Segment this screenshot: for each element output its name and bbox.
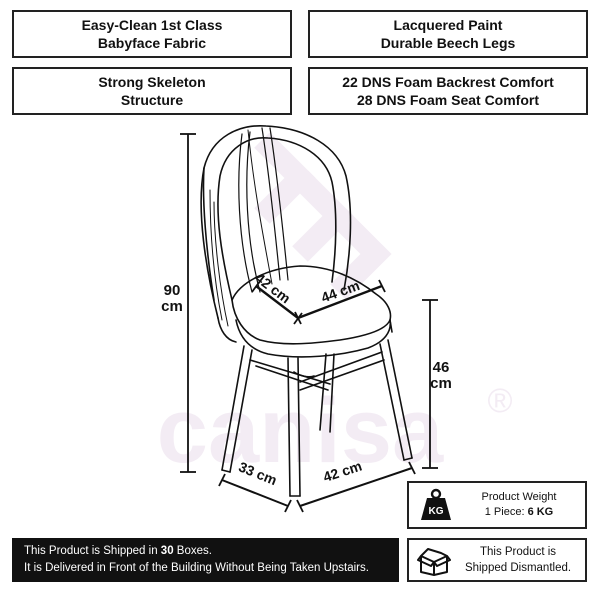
dismantled-line-2: Shipped Dismantled.: [464, 562, 572, 574]
weight-text: Product Weight 1 Piece: 6 KG: [453, 490, 585, 520]
shipping-box-count: 30: [160, 545, 174, 557]
dismantled-line-1: This Product is: [479, 546, 557, 558]
dismantled-text: This Product is Shipped Dismantled.: [451, 544, 585, 576]
dimension-lines: [180, 133, 438, 513]
height-value: 90: [163, 282, 181, 299]
feature-line: Babyface Fabric: [97, 35, 207, 51]
feature-line: Strong Skeleton: [98, 74, 206, 90]
weight-title: Product Weight: [481, 491, 557, 503]
feature-box-fabric: Easy-Clean 1st Class Babyface Fabric: [12, 10, 292, 58]
feature-box-skeleton: Strong Skeleton Structure: [12, 67, 292, 115]
shipping-info-bar: This Product is Shipped in 30 Boxes. It …: [12, 538, 399, 582]
feature-line: Easy-Clean 1st Class: [81, 17, 223, 33]
weight-piece-value: 6 KG: [527, 506, 554, 518]
shipping-suffix: Boxes.: [173, 545, 212, 557]
seat-height-unit: cm: [430, 375, 452, 392]
kg-icon-label: KG: [429, 506, 444, 517]
seat-height-label: 46 cm: [426, 360, 456, 392]
weight-piece: 1 Piece: 6 KG: [453, 505, 585, 520]
feature-box-legs: Lacquered Paint Durable Beech Legs: [308, 10, 588, 58]
feature-line: Lacquered Paint: [393, 17, 503, 33]
feature-line: Structure: [120, 92, 184, 108]
watermark-registered-mark: ®: [487, 382, 512, 420]
weight-kg-icon: KG: [421, 488, 451, 520]
shipping-line-2: It is Delivered in Front of the Building…: [24, 562, 369, 574]
shipping-line-1: This Product is Shipped in 30 Boxes.: [24, 543, 399, 560]
product-weight-box: KG Product Weight 1 Piece: 6 KG: [407, 481, 587, 529]
feature-box-foam: 22 DNS Foam Backrest Comfort 28 DNS Foam…: [308, 67, 588, 115]
weight-piece-prefix: 1 Piece:: [484, 506, 528, 518]
feature-line: Durable Beech Legs: [380, 35, 516, 51]
seat-height-value: 46: [432, 359, 450, 376]
height-label: 90 cm: [158, 283, 186, 315]
feature-line: 22 DNS Foam Backrest Comfort: [342, 74, 554, 90]
watermark-logo: canisa ®: [157, 132, 513, 482]
dismantled-info-box: This Product is Shipped Dismantled.: [407, 538, 587, 582]
shipping-prefix: This Product is Shipped in: [24, 545, 161, 557]
package-box-icon: [417, 548, 451, 576]
chair-outline: [200, 125, 413, 497]
watermark-text: canisa: [157, 380, 444, 482]
height-unit: cm: [161, 298, 183, 315]
feature-line: 28 DNS Foam Seat Comfort: [356, 92, 540, 108]
